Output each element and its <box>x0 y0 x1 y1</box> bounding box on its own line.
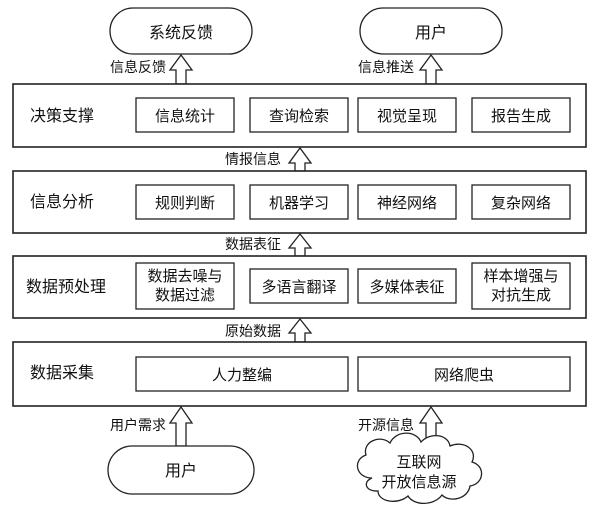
edge-intel-info: 情报信息 <box>225 151 281 168</box>
analysis-item-ml: 机器学习 <box>269 194 329 212</box>
internet-cloud-node: 互联网 开放信息源 <box>356 432 483 505</box>
decision-item-query: 查询检索 <box>269 107 329 125</box>
collection-item-manual: 人力整编 <box>212 366 272 384</box>
preprocess-item-augment-l2: 对抗生成 <box>491 286 551 304</box>
decision-item-report: 报告生成 <box>491 107 551 125</box>
preprocess-item-denoise-l2: 数据过滤 <box>155 286 215 304</box>
edge-open-source-info: 开源信息 <box>358 417 414 434</box>
preprocess-item-denoise-l1: 数据去噪与 <box>147 267 222 285</box>
edge-info-feedback: 信息反馈 <box>110 59 166 76</box>
decision-item-visual: 视觉呈现 <box>377 107 437 125</box>
user-bottom-label: 用户 <box>165 461 197 480</box>
analysis-item-nn: 神经网络 <box>377 194 437 212</box>
preprocess-item-multimedia: 多媒体表征 <box>369 278 444 296</box>
arrow-user-demand <box>168 405 194 447</box>
analysis-item-rules: 规则判断 <box>155 194 215 212</box>
analysis-layer-label: 信息分析 <box>30 192 94 211</box>
preprocess-item-translate: 多语言翻译 <box>261 278 336 296</box>
collection-layer-label: 数据采集 <box>30 363 94 382</box>
analysis-layer: 信息分析 规则判断 机器学习 神经网络 复杂网络 <box>12 170 587 234</box>
collection-item-crawler: 网络爬虫 <box>434 366 494 384</box>
preprocess-layer-label: 数据预处理 <box>26 277 106 296</box>
decision-layer: 决策支撑 信息统计 查询检索 视觉呈现 报告生成 <box>12 83 587 148</box>
edge-data-repr: 数据表征 <box>225 237 281 253</box>
arrow-intel-info <box>287 146 313 172</box>
analysis-item-complex: 复杂网络 <box>491 194 551 212</box>
cloud-icon <box>356 432 483 505</box>
edge-raw-data: 原始数据 <box>225 324 281 340</box>
preprocess-item-augment-l1: 样本增强与 <box>483 267 558 285</box>
feedback-system-label: 系统反馈 <box>149 23 213 42</box>
feedback-system-node: 系统反馈 <box>109 7 253 55</box>
arrow-data-repr <box>287 232 313 257</box>
edge-user-demand: 用户需求 <box>110 417 166 434</box>
decision-item-statistics: 信息统计 <box>155 107 215 125</box>
user-top-node: 用户 <box>359 7 503 55</box>
arrow-info-feedback <box>168 53 194 85</box>
internet-label-line1: 互联网 <box>396 453 441 471</box>
collection-layer: 数据采集 人力整编 网络爬虫 <box>12 341 587 407</box>
internet-label-line2: 开放信息源 <box>381 473 456 491</box>
preprocess-layer: 数据预处理 数据去噪与 数据过滤 多语言翻译 多媒体表征 样本增强与 对抗生成 <box>12 255 587 319</box>
arrow-info-push <box>418 53 444 85</box>
user-bottom-node: 用户 <box>107 445 255 495</box>
decision-layer-label: 决策支撑 <box>30 106 94 125</box>
edge-info-push: 信息推送 <box>358 59 414 76</box>
arrow-raw-data <box>287 317 313 343</box>
user-top-label: 用户 <box>415 23 447 42</box>
